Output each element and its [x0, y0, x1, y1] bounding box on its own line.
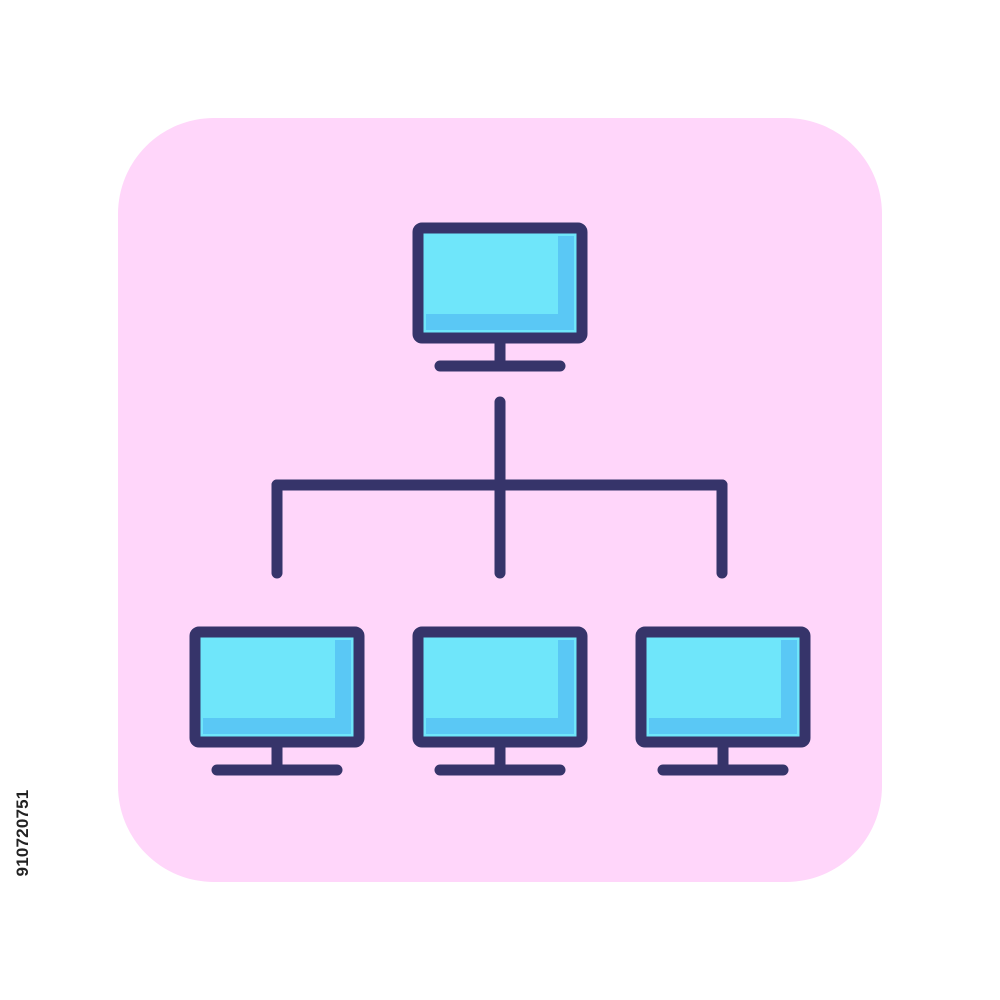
network-hierarchy-icon: [118, 118, 882, 882]
client-monitor-left-icon: [189, 626, 365, 776]
stock-id-label: 910720751: [13, 771, 33, 895]
client-monitor-right-icon: [635, 626, 811, 776]
client-monitor-center-icon: [412, 626, 588, 776]
server-monitor-icon: [412, 222, 588, 372]
network-connector-lines: [271, 396, 728, 579]
stock-id-text: 910720751: [13, 789, 32, 877]
